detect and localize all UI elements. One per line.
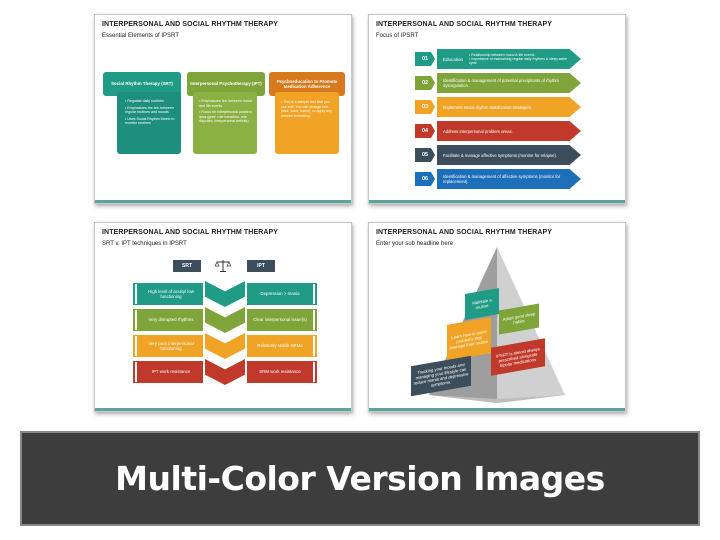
slide-title: INTERPERSONAL AND SOCIAL RHYTHM THERAPY	[376, 21, 553, 28]
ipt-item: SRM work resistance	[247, 361, 313, 383]
column-srt: Social Rhythm Therapy (SRT) • Regulate d…	[103, 72, 181, 156]
chevron-connector	[205, 359, 245, 385]
focus-row-text: Identification & management of potential…	[443, 78, 559, 88]
bullet: • Emphasizes link between mood and life …	[199, 99, 252, 108]
slide-srt-vs-ipt[interactable]: INTERPERSONAL AND SOCIAL RHYTHM THERAPY …	[94, 222, 352, 412]
bullet: • Regulate daily routines	[125, 99, 164, 103]
slide-subtitle: Focus of IPSRT	[376, 33, 419, 39]
focus-row-number: 04	[415, 124, 435, 138]
ipt-item: Clear interpersonal issue(s)	[247, 309, 313, 331]
column-body: • Regulate daily routines • Emphasizes t…	[117, 92, 181, 154]
focus-row: 06 Identification & management of affecti…	[415, 169, 581, 189]
focus-row-text: Facilitate & manage affective symptoms (…	[443, 152, 557, 158]
slide-title: INTERPERSONAL AND SOCIAL RHYTHM THERAPY	[102, 21, 279, 28]
focus-row: 04 Address interpersonal problem areas.	[415, 121, 581, 141]
focus-row-bullet: • Importance of maintaining regular dail…	[469, 56, 567, 66]
srt-item: High level of acuity/ low functioning	[137, 283, 203, 305]
slide-subtitle: SRT v. IPT techniques in IPSRT	[102, 241, 187, 247]
bullet: • Uses Social Rhythm Metric to monitor r…	[125, 116, 175, 126]
focus-row-bullet: • Relationship between mood & life event…	[469, 52, 535, 57]
column-psychoeducation: Psychoeducation to Promote Medication Ad…	[269, 72, 345, 156]
focus-row-number: 05	[415, 148, 435, 162]
focus-row-text: Address interpersonal problem areas.	[443, 128, 513, 134]
focus-row: 01 Education • Relationship between mood &…	[415, 49, 581, 69]
focus-row-bar: Identification & management of affective…	[437, 169, 581, 189]
srt-header: SRT	[173, 260, 201, 272]
slide-subtitle: Essential Elements of IPSRT	[102, 33, 179, 39]
focus-row-bar: Facilitate & manage affective symptoms (…	[437, 145, 581, 165]
slide-essential-elements[interactable]: INTERPERSONAL AND SOCIAL RHYTHM THERAPY …	[94, 14, 352, 204]
focus-row-number: 06	[415, 172, 435, 186]
bullet: • Emphasizes the link between regular ro…	[125, 105, 174, 115]
bullet: • This is a sample text that you can edi…	[281, 100, 332, 118]
column-body: • This is a sample text that you can edi…	[275, 92, 339, 154]
focus-row: 03 Implement social rhythm stabilization …	[415, 97, 581, 117]
focus-row-number: 01	[415, 52, 435, 66]
slide-focus[interactable]: INTERPERSONAL AND SOCIAL RHYTHM THERAPY …	[368, 14, 626, 204]
column-body: • Emphasizes link between mood and life …	[193, 92, 257, 154]
ipt-header: IPT	[247, 260, 275, 272]
focus-row-number: 02	[415, 76, 435, 90]
banner-title: Multi-Color Version Images	[115, 459, 605, 498]
pyramid	[429, 247, 565, 403]
ipt-item: Depression > mania	[247, 283, 313, 305]
slide-subtitle: Enter your sub headline here	[376, 241, 454, 247]
slide-title: INTERPERSONAL AND SOCIAL RHYTHM THERAPY	[102, 229, 279, 236]
chevron-connector	[205, 333, 245, 359]
slide-title: INTERPERSONAL AND SOCIAL RHYTHM THERAPY	[376, 229, 553, 236]
focus-row-number: 03	[415, 100, 435, 114]
focus-row-text: Identification & management of affective…	[443, 174, 561, 184]
scale-icon	[214, 259, 232, 273]
focus-row-bar: Identification & management of potential…	[437, 73, 581, 93]
focus-row-bullets: • Relationship between mood & life event…	[469, 53, 569, 66]
focus-row: 05 Facilitate & manage affective symptoms…	[415, 145, 581, 165]
slide-pyramid[interactable]: INTERPERSONAL AND SOCIAL RHYTHM THERAPY …	[368, 222, 626, 412]
focus-row-bar: Address interpersonal problem areas.	[437, 121, 581, 141]
srt-item: Very disrupted rhythms	[137, 309, 203, 331]
banner: Multi-Color Version Images	[20, 431, 700, 526]
srt-item: Very poor interpersonal functioning	[137, 335, 203, 357]
focus-row-label: Education	[443, 56, 464, 62]
ipt-item: Relatively stable SRMs	[247, 335, 313, 357]
focus-row-bar: Implement social rhythm stabilization st…	[437, 97, 581, 117]
chevron-connector	[205, 307, 245, 333]
focus-row: 02 Identification & management of potenti…	[415, 73, 581, 93]
bullet: • Focus on interpersonal problem area (g…	[199, 110, 252, 124]
focus-row-text: Implement social rhythm stabilization st…	[443, 104, 532, 110]
focus-row-bar: Education • Relationship between mood & l…	[437, 49, 581, 69]
column-ipt: Interpersonal Psychotherapy (IPT) • Emph…	[187, 72, 265, 156]
chevron-connector	[205, 281, 245, 307]
srt-item: IPT work resistance	[137, 361, 203, 383]
